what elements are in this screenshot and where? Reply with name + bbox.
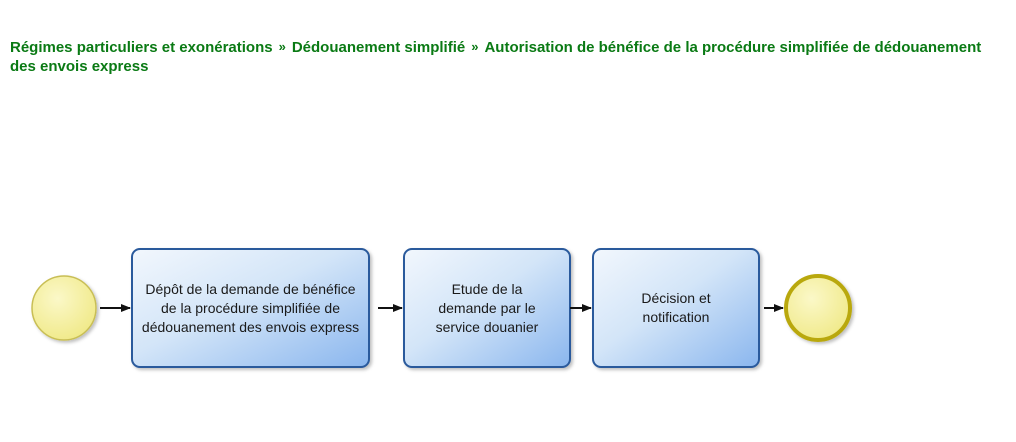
task-label-text: Décision et notification — [641, 290, 711, 325]
breadcrumb-item-dedouanement-simplifie[interactable]: Dédouanement simplifié — [291, 39, 466, 56]
breadcrumb: Régimes particuliers et exonérations » Déd… — [10, 37, 1010, 76]
end-event-icon — [784, 274, 852, 342]
task-box-depot-demande — [131, 248, 370, 368]
start-event-icon — [31, 275, 97, 341]
breadcrumb-item-regimes-particuliers[interactable]: Régimes particuliers et exonérations — [10, 39, 273, 56]
breadcrumb-current-page: Autorisation de bénéfice de la procédure… — [10, 39, 982, 75]
task-label-etude-demande: Etude de la demande par le service douan… — [404, 249, 570, 367]
task-label-decision-notification: Décision et notification — [593, 249, 759, 367]
task-label-text: Dépôt de la demande de bénéfice de la pr… — [141, 280, 360, 335]
task-box-decision-notification — [592, 248, 760, 368]
breadcrumb-separator-icon: » — [471, 39, 479, 54]
task-label-depot-demande: Dépôt de la demande de bénéfice de la pr… — [132, 249, 369, 367]
breadcrumb-separator-icon: » — [278, 39, 286, 54]
task-label-text: Etude de la demande par le service douan… — [435, 280, 539, 335]
